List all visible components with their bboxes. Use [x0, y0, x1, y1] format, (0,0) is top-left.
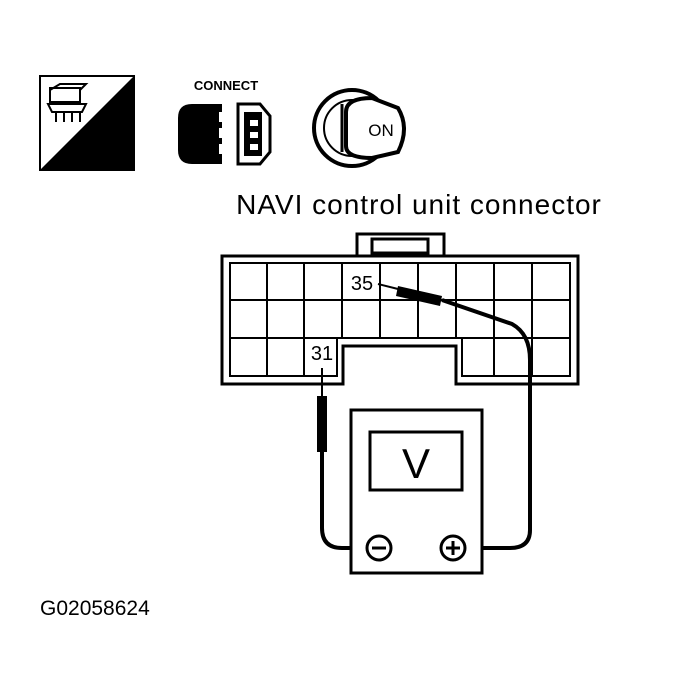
plus-terminal-icon [439, 534, 467, 562]
hs-label: H.S. [86, 141, 131, 167]
meter-label: V [402, 440, 430, 487]
positive-probe [377, 283, 532, 550]
connect-label: CONNECT [194, 78, 258, 93]
pin-31-label: 31 [311, 343, 333, 365]
figure-id: G02058624 [40, 597, 150, 620]
ignition-key-on-icon: ON [312, 88, 406, 168]
connector-disconnect-icon: CONNECT [178, 78, 272, 166]
diagram-title: NAVI control unit connector [236, 189, 602, 220]
pin-35-label: 35 [351, 273, 373, 295]
voltmeter: V [349, 408, 484, 575]
minus-terminal-icon [365, 534, 393, 562]
harness-sensor-icon: H.S. [39, 75, 135, 171]
ignition-label: ON [368, 121, 394, 140]
connector-body [220, 232, 580, 386]
negative-probe [317, 368, 368, 550]
